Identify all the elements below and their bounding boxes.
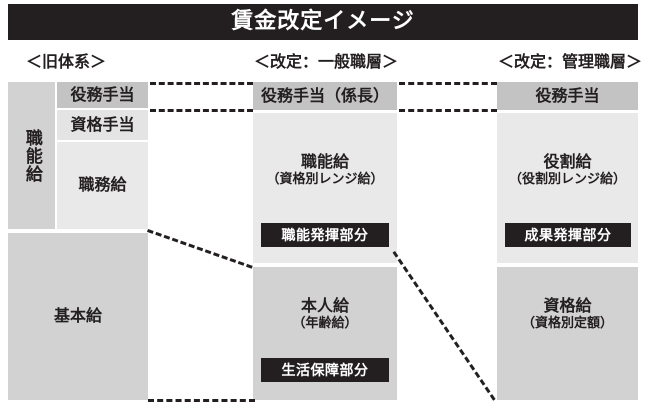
connector-general-to-managerial-diagonal — [392, 251, 496, 401]
managerial-upper-label: 役割給 — [543, 152, 592, 171]
column-header-managerial-staff: ＜改定：管理職層＞ — [498, 52, 643, 71]
general-lower-label: 本人給 — [300, 296, 349, 315]
old-item-yakumu-teate: 役務手当 — [57, 82, 148, 108]
general-upper-label: 職能給 — [300, 152, 349, 171]
old-item-shikaku-teate: 資格手当 — [57, 110, 148, 140]
connector-old-base-to-general-bottom — [148, 399, 255, 402]
connector-old-to-general-allowance-bottom — [150, 109, 253, 112]
old-group-shokunokyu: 職能給 — [8, 82, 55, 229]
old-item-shokumu-kyu: 職務給 — [57, 142, 148, 229]
general-allowance-label: 役務手当（係長） — [260, 85, 389, 105]
general-upper-sublabel: （資格別レンジ給） — [266, 172, 384, 188]
general-upper-badge: 職能発揮部分 — [261, 223, 389, 247]
managerial-allowance-label: 役務手当 — [535, 85, 600, 105]
column-header-general-staff: ＜改定：一般職層＞ — [254, 52, 399, 71]
managerial-upper-sublabel: （役割別レンジ給） — [508, 172, 626, 188]
connector-general-to-managerial-allowance-bottom — [399, 109, 497, 112]
general-allowance-box: 役務手当（係長） — [253, 82, 397, 110]
old-item-shikaku-teate-label: 資格手当 — [70, 114, 135, 134]
managerial-lower-label: 資格給 — [543, 296, 592, 315]
general-lower-badge: 生活保障部分 — [261, 358, 389, 382]
diagram-title-bar: 賃金改定イメージ — [8, 4, 638, 40]
managerial-lower-box: 資格給 （資格別定額） — [497, 267, 638, 400]
connector-general-to-managerial-allowance-top — [399, 82, 497, 85]
managerial-lower-sublabel: （資格別定額） — [521, 316, 613, 332]
managerial-upper-badge: 成果発揮部分 — [505, 223, 631, 247]
managerial-allowance-box: 役務手当 — [497, 82, 638, 110]
column-header-old-system: ＜旧体系＞ — [26, 52, 107, 71]
page-title: 賃金改定イメージ — [231, 9, 415, 34]
old-item-yakumu-teate-label: 役務手当 — [70, 84, 135, 104]
connector-old-to-general-diagonal — [147, 229, 253, 269]
old-item-shokumu-kyu-label: 職務給 — [78, 175, 127, 195]
general-lower-sublabel: （年齢給） — [292, 316, 358, 332]
old-base-kihonkyu-label: 基本給 — [53, 306, 102, 326]
connector-old-to-general-allowance-top — [150, 82, 253, 85]
old-group-label: 職能給 — [21, 128, 42, 183]
old-base-kihonkyu: 基本給 — [8, 233, 148, 400]
